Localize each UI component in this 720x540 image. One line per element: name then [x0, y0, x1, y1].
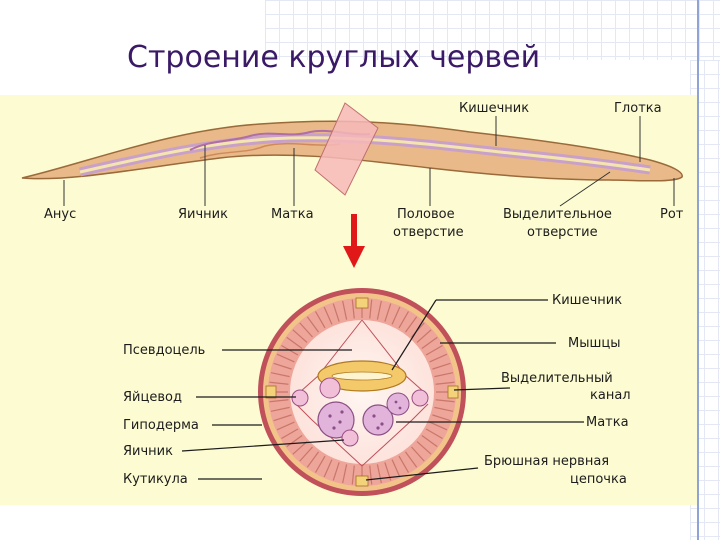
muscle-ray: [416, 441, 432, 455]
muscle-ray: [332, 462, 340, 481]
label-worm-intestine: Кишечник: [459, 101, 529, 116]
label-worm-pharynx: Глотка: [614, 101, 662, 116]
muscle-ray: [281, 428, 299, 440]
muscle-ray: [276, 353, 295, 363]
muscle-ray: [405, 316, 418, 333]
worm-ovary-coil: [199, 142, 341, 159]
muscle-ray: [376, 300, 382, 320]
label-worm-anus: Анус: [44, 207, 76, 222]
label-section-excretory-canal-1: Выделительный: [501, 371, 613, 386]
muscle-ray: [429, 353, 448, 363]
label-section-nerve-cord-1: Брюшная нервная: [484, 454, 609, 469]
decorative-vertical-rule: [697, 0, 699, 540]
muscle-ray: [323, 459, 333, 478]
muscle-ray: [270, 372, 290, 378]
muscle-ray: [411, 446, 425, 462]
section-arrow: [343, 214, 365, 268]
muscle-ray: [273, 362, 292, 370]
muscle-ray: [432, 362, 451, 370]
label-section-cuticle: Кутикула: [123, 472, 188, 487]
section-plane: [314, 102, 379, 196]
muscle-ray: [270, 406, 290, 412]
muscle-ray: [421, 336, 438, 349]
label-section-excretory-canal-2: канал: [590, 388, 631, 403]
muscle-ray: [342, 464, 348, 484]
muscle-ray: [425, 428, 443, 440]
muscle-ray: [369, 299, 373, 319]
label-section-oviduct: Яйцевод: [123, 390, 182, 405]
muscle-ray: [292, 441, 308, 455]
section-muscle-rays: [269, 299, 455, 485]
muscle-ray: [276, 421, 295, 431]
muscle-ray: [351, 465, 355, 485]
label-worm-genital-opening-2: отверстие: [393, 225, 464, 240]
label-worm-mouth: Рот: [660, 207, 684, 222]
muscle-ray: [391, 306, 401, 325]
muscle-ray: [314, 455, 326, 473]
muscle-ray: [376, 464, 382, 484]
muscle-ray: [416, 329, 432, 343]
worm-intestine-core: [79, 136, 651, 174]
muscle-ray: [369, 465, 373, 485]
muscle-ray: [269, 399, 289, 403]
muscle-ray: [435, 399, 455, 403]
label-section-ovary: Яичник: [123, 444, 173, 459]
muscle-ray: [405, 451, 418, 468]
muscle-ray: [299, 322, 313, 338]
muscle-ray: [435, 381, 455, 385]
muscle-ray: [332, 303, 340, 322]
muscle-ray: [429, 421, 448, 431]
label-worm-excretory-opening-2: отверстие: [527, 225, 598, 240]
label-section-uterus: Матка: [586, 415, 629, 430]
muscle-ray: [351, 299, 355, 319]
muscle-ray: [299, 446, 313, 462]
label-section-hypodermis: Гиподерма: [123, 418, 199, 433]
cross-section: [258, 288, 466, 496]
muscle-ray: [434, 406, 454, 412]
muscle-ray: [425, 344, 443, 356]
muscle-ray: [342, 300, 348, 320]
muscle-ray: [286, 435, 303, 448]
muscle-ray: [398, 311, 410, 329]
section-uterus-right: [362, 404, 394, 436]
muscle-ray: [286, 336, 303, 349]
section-uterus-left: [317, 401, 355, 439]
muscle-ray: [306, 316, 319, 333]
label-worm-uterus: Матка: [271, 207, 314, 222]
label-worm-excretory-opening-1: Выделительное: [503, 207, 612, 222]
muscle-ray: [323, 306, 333, 325]
label-section-nerve-cord-2: цепочка: [570, 472, 627, 487]
label-section-intestine: Кишечник: [552, 293, 622, 308]
decorative-grid-top: [265, 0, 720, 60]
muscle-ray: [421, 435, 438, 448]
label-worm-genital-opening-1: Половое: [397, 207, 455, 222]
muscle-ray: [306, 451, 319, 468]
muscle-ray: [292, 329, 308, 343]
label-worm-ovary: Яичник: [178, 207, 228, 222]
label-section-pseudocoel: Псевдоцель: [123, 343, 205, 358]
muscle-ray: [432, 414, 451, 422]
worm-longitudinal: [21, 102, 683, 196]
muscle-ray: [314, 311, 326, 329]
muscle-ray: [384, 303, 392, 322]
worm-pointer-lines: [63, 116, 675, 207]
slide-title: Строение круглых червей: [127, 40, 541, 75]
muscle-ray: [269, 381, 289, 385]
muscle-ray: [391, 459, 401, 478]
section-pointer-lines: [181, 299, 584, 481]
muscle-ray: [273, 414, 292, 422]
muscle-ray: [398, 455, 410, 473]
label-section-muscles: Мышцы: [568, 336, 621, 351]
muscle-ray: [434, 372, 454, 378]
